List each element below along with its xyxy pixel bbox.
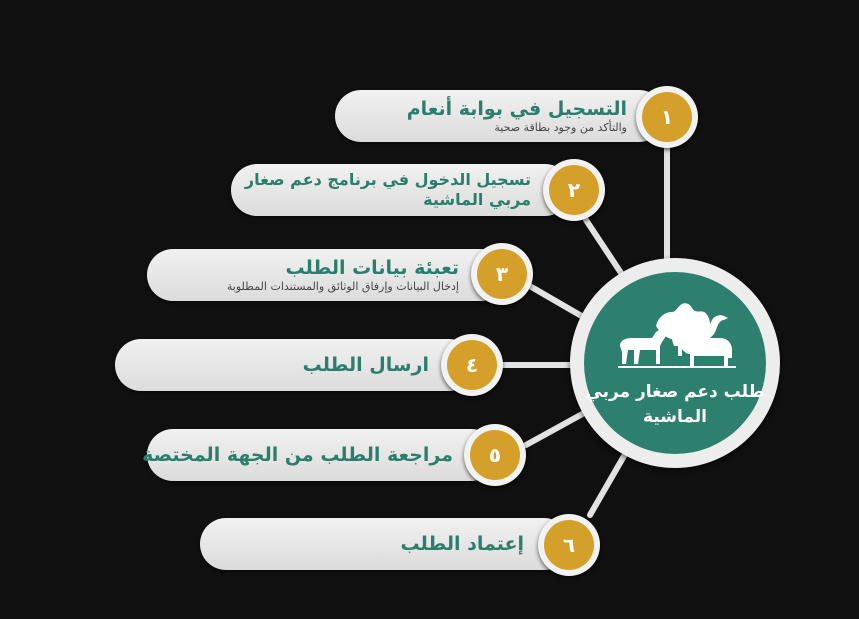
step-5-card: مراجعة الطلب من الجهة المختصة <box>142 429 497 481</box>
step-4-card: ارسال الطلب <box>115 339 475 391</box>
step-1-card: التسجيل في بوابة أنعام والتأكد من وجود ب… <box>335 90 665 142</box>
step-4-number: ٤ <box>447 340 497 390</box>
step-6-card: إعتماد الطلب <box>200 518 570 570</box>
step-4-badge: ٤ <box>441 334 503 396</box>
step-2-title: تسجيل الدخول في برنامج دعم صغار مربي الم… <box>244 170 531 209</box>
step-2-number: ٢ <box>549 165 599 215</box>
step-1-number: ١ <box>642 92 692 142</box>
step-5-badge: ٥ <box>464 424 526 486</box>
step-3-number: ٣ <box>477 249 527 299</box>
step-3-card: تعبئة بيانات الطلب إدخال البيانات وإرفاق… <box>147 249 507 301</box>
step-2-badge: ٢ <box>543 159 605 221</box>
step-4-title: ارسال الطلب <box>302 354 429 376</box>
step-6-number: ٦ <box>544 520 594 570</box>
hub-title: طلب دعم صغار مربي الماشية <box>585 382 765 427</box>
step-2-card: تسجيل الدخول في برنامج دعم صغار مربي الم… <box>231 164 571 216</box>
program-hub: طلب دعم صغار مربي الماشية <box>570 258 780 468</box>
connector-5 <box>523 409 589 448</box>
step-5-title: مراجعة الطلب من الجهة المختصة <box>142 444 453 466</box>
step-1-title: التسجيل في بوابة أنعام <box>406 97 627 120</box>
step-1-subtitle: والتأكد من وجود بطاقة صحية <box>494 120 627 134</box>
connector-6 <box>587 453 627 518</box>
step-6-title: إعتماد الطلب <box>400 533 524 555</box>
step-1-badge: ١ <box>636 86 698 148</box>
step-3-subtitle: إدخال البيانات وإرفاق الوثائق والمستندات… <box>226 279 459 293</box>
step-6-badge: ٦ <box>538 514 600 576</box>
hub-core: طلب دعم صغار مربي الماشية <box>584 272 766 454</box>
step-3-title: تعبئة بيانات الطلب <box>285 256 459 279</box>
step-5-number: ٥ <box>470 430 520 480</box>
step-3-badge: ٣ <box>471 243 533 305</box>
connector-3 <box>525 282 588 321</box>
connector-2 <box>583 217 626 279</box>
livestock-icon <box>618 303 736 368</box>
